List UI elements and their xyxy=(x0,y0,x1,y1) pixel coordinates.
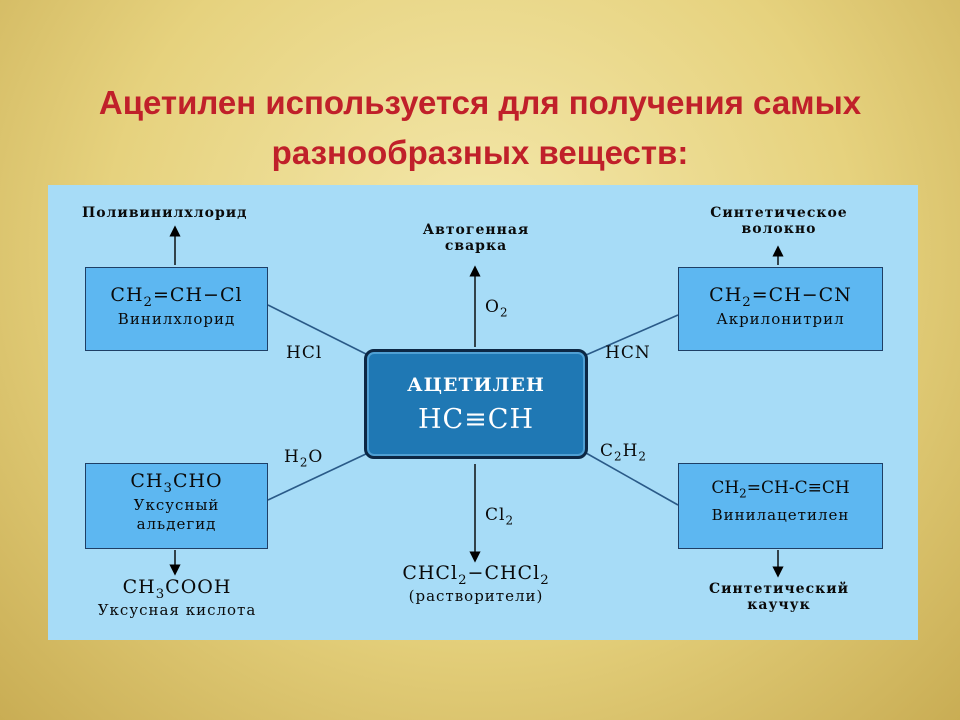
slide-title: Ацетилен используется для получения самы… xyxy=(0,78,960,178)
center-formula: HC≡CH xyxy=(417,404,535,435)
formula-acrylonitrile: CH2=CH−CN xyxy=(709,284,852,310)
box-vinyl-chloride: CH2=CH−Cl Винилхлорид xyxy=(85,267,268,351)
reagent-chlorine: Cl2 xyxy=(485,505,515,528)
connector-bottom-right xyxy=(585,452,679,506)
product-acetic-acid-name: Уксусная кислота xyxy=(97,601,257,619)
connector-top-right xyxy=(585,314,679,356)
name-vinyl-chloride: Винилхлорид xyxy=(117,309,236,328)
reagent-hcn: HCN xyxy=(605,343,651,363)
name-vinylacetylene: Винилацетилен xyxy=(711,506,850,525)
name-acetaldehyde-line-1: Уксусный xyxy=(133,495,220,514)
product-acetic-acid: CH3COOH xyxy=(122,576,232,602)
box-vinylacetylene: CH2=CH-C≡CH Винилацетилен xyxy=(678,463,883,549)
product-polyvinylchloride: Поливинилхлорид xyxy=(82,205,248,221)
name-acetaldehyde-line-2: альдегид xyxy=(136,514,217,533)
center-title: АЦЕТИЛЕН xyxy=(407,374,545,396)
product-synthetic-fiber: Синтетическое волокно xyxy=(710,205,848,237)
box-acetaldehyde: CH3CHO Уксусный альдегид xyxy=(85,463,268,549)
diagram-panel: Поливинилхлорид CH2=CH−Cl Винилхлорид HC… xyxy=(48,185,918,640)
product-tetrachloroethane-note: (растворители) xyxy=(408,587,544,605)
name-acrylonitrile: Акрилонитрил xyxy=(716,309,845,328)
formula-vinylacetylene: CH2=CH-C≡CH xyxy=(711,478,850,501)
reagent-hcl: HCl xyxy=(286,343,323,363)
reagent-acetylene: C2H2 xyxy=(600,441,647,464)
title-line-1: Ацетилен используется для получения самы… xyxy=(98,84,862,121)
formula-acetaldehyde: CH3CHO xyxy=(130,470,223,496)
product-autogenous-welding: Автогенная сварка xyxy=(422,222,530,254)
product-synthetic-rubber: Синтетический каучук xyxy=(709,581,849,613)
connector-bottom-left xyxy=(267,452,369,501)
product-tetrachloroethane: CHCl2−CHCl2 xyxy=(402,562,550,588)
box-acrylonitrile: CH2=CH−CN Акрилонитрил xyxy=(678,267,883,351)
connector-top-left xyxy=(267,304,369,356)
title-line-2: разнообразных веществ: xyxy=(271,134,689,171)
formula-vinyl-chloride: CH2=CH−Cl xyxy=(110,284,243,310)
reagent-oxygen: O2 xyxy=(485,297,509,320)
connector-layer xyxy=(169,225,784,578)
acetylene-center-box: АЦЕТИЛЕН HC≡CH xyxy=(364,349,588,459)
reagent-water: H2O xyxy=(284,447,324,470)
